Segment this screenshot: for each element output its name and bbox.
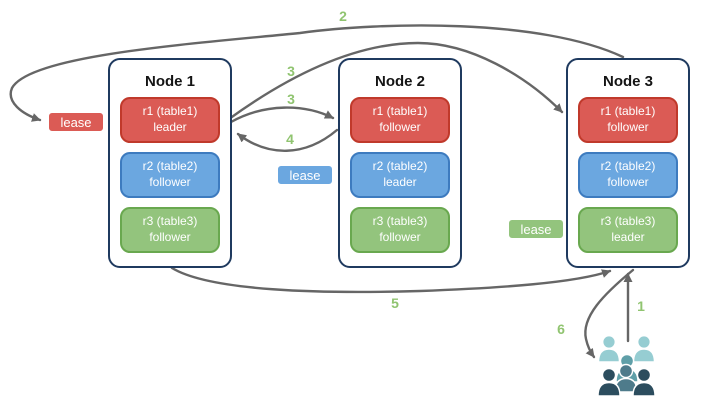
- arrow-step2-path: [9, 24, 625, 122]
- step-label-1: 1: [637, 298, 645, 314]
- step-label-6: 6: [557, 321, 565, 337]
- replica-name: r3 (table3): [600, 214, 656, 229]
- replica-name: r2 (table2): [142, 159, 198, 174]
- replica-role: leader: [153, 120, 187, 134]
- user-figure-front-right: [632, 367, 656, 397]
- step-label-3a: 3: [287, 63, 295, 79]
- node-1-replica-r1: r1 (table1) leader: [120, 97, 220, 143]
- node-2-replica-r2: r2 (table2) leader: [350, 152, 450, 198]
- arrow-step5-path: [170, 266, 612, 294]
- node-3-replica-r2: r2 (table2) follower: [578, 152, 678, 198]
- node-3-replica-r3: r3 (table3) leader: [578, 207, 678, 253]
- replica-name: r1 (table1): [372, 104, 428, 119]
- user-figure-back-left: [597, 334, 621, 363]
- node-2-replica-r3: r3 (table3) follower: [350, 207, 450, 253]
- step-label-2: 2: [339, 8, 347, 24]
- step-label-3b: 3: [287, 91, 295, 107]
- lease-badge-green: lease: [508, 219, 564, 239]
- node-1-title: Node 1: [144, 73, 195, 90]
- node-1-replica-r2: r2 (table2) follower: [120, 152, 220, 198]
- node-2-title: Node 2: [374, 73, 425, 90]
- replica-name: r2 (table2): [372, 159, 428, 174]
- step-label-4: 4: [286, 131, 294, 147]
- replica-role: follower: [149, 175, 191, 189]
- replica-role: follower: [379, 230, 421, 244]
- node-3-replica-r1: r1 (table1) follower: [578, 97, 678, 143]
- lease-badge-blue: lease: [277, 165, 333, 185]
- replica-role: follower: [607, 175, 649, 189]
- replica-role: leader: [383, 175, 417, 189]
- node-1-replica-r3: r3 (table3) follower: [120, 207, 220, 253]
- step-label-5: 5: [391, 295, 399, 311]
- replica-name: r2 (table2): [600, 159, 656, 174]
- node-1-card: Node 1 r1 (table1) leader r2 (table2) fo…: [108, 58, 232, 268]
- replica-name: r3 (table3): [142, 214, 198, 229]
- replica-role: follower: [379, 120, 421, 134]
- node-2-card: Node 2 r1 (table1) follower r2 (table2) …: [338, 58, 462, 268]
- users-crowd-icon: [597, 334, 656, 397]
- node-2-replica-r1: r1 (table1) follower: [350, 97, 450, 143]
- replica-name: r1 (table1): [142, 104, 198, 119]
- replica-role: follower: [607, 120, 649, 134]
- replica-name: r3 (table3): [372, 214, 428, 229]
- arrow-step3-short-path: [229, 106, 335, 124]
- node-3-card: Node 3 r1 (table1) follower r2 (table2) …: [566, 58, 690, 268]
- node-3-title: Node 3: [602, 73, 653, 90]
- replica-name: r1 (table1): [600, 104, 656, 119]
- lease-badge-red: lease: [48, 112, 104, 132]
- replica-role: leader: [611, 230, 645, 244]
- user-figure-back-right: [632, 334, 656, 363]
- replica-role: follower: [149, 230, 191, 244]
- user-figure-front-left: [597, 367, 621, 397]
